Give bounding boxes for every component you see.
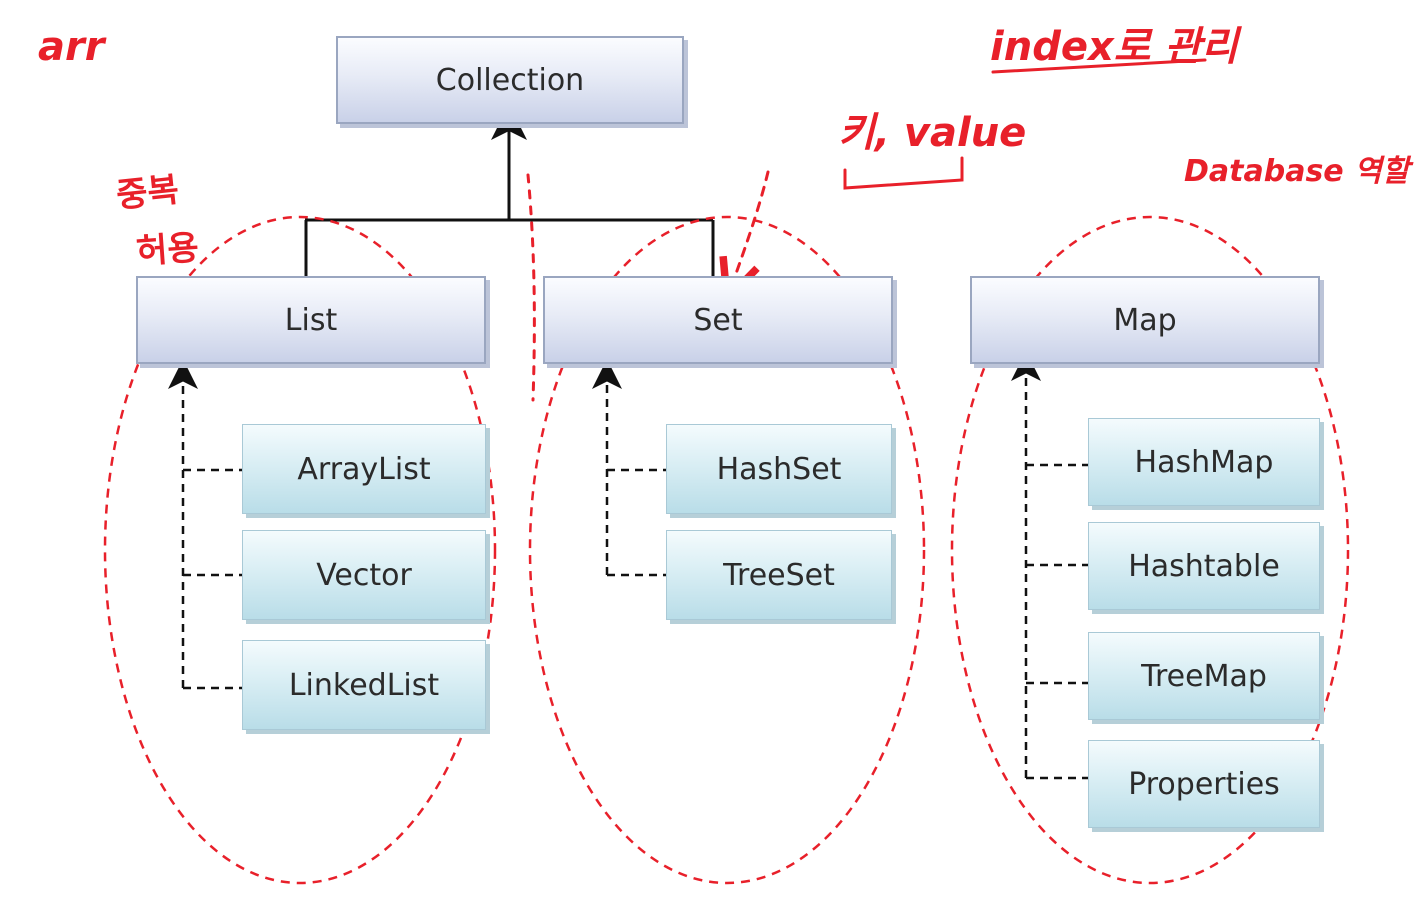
hashmap-label: HashMap (1134, 444, 1274, 480)
vector-label: Vector (316, 557, 412, 593)
linkedlist-label: LinkedList (288, 667, 440, 703)
vector-box: Vector (242, 530, 486, 620)
set-implementation-links (592, 359, 666, 577)
arraylist-label: ArrayList (297, 451, 431, 487)
list-implementation-links (168, 359, 242, 690)
red-annotation-ellipses (103, 215, 1350, 885)
database-annotation: Database 역할 (1184, 154, 1410, 189)
dotted-stroke-between-list-set (526, 173, 536, 402)
collection-box: Collection (336, 36, 684, 124)
properties-box: Properties (1088, 740, 1320, 828)
properties-label: Properties (1128, 766, 1280, 802)
set-group-ellipse (528, 215, 926, 885)
map-interface-label: Map (1113, 302, 1177, 338)
hashset-label: HashSet (716, 451, 842, 487)
set-interface-label: Set (693, 302, 743, 338)
linkedlist-box: LinkedList (242, 640, 486, 730)
list-interface-label: List (284, 302, 338, 338)
treemap-box: TreeMap (1088, 632, 1320, 720)
map-interface-box: Map (970, 276, 1320, 364)
index-annotation: index로 관리 (990, 24, 1239, 70)
allowed-annotation: 허용 (134, 227, 201, 273)
red-annotation-strokes (526, 58, 1207, 402)
list-group-ellipse (103, 215, 497, 885)
treeset-box: TreeSet (666, 530, 892, 620)
treemap-label: TreeMap (1141, 658, 1267, 694)
hashmap-box: HashMap (1088, 418, 1320, 506)
duplicate-annotation: 중복 (114, 169, 181, 217)
collection-label: Collection (435, 62, 585, 98)
hashtable-label: Hashtable (1128, 548, 1280, 584)
key-value-bracket (843, 156, 964, 190)
treeset-label: TreeSet (723, 557, 835, 593)
hashtable-box: Hashtable (1088, 522, 1320, 610)
arr-annotation: arr (38, 24, 105, 70)
map-implementation-links (1011, 351, 1088, 780)
set-interface-box: Set (543, 276, 893, 364)
index-underline (991, 58, 1207, 74)
arraylist-box: ArrayList (242, 424, 486, 514)
map-group-ellipse (950, 215, 1350, 885)
key-value-annotation: 키, value (838, 110, 1027, 156)
list-interface-box: List (136, 276, 486, 364)
red-pointer-arrow (733, 170, 770, 282)
hashset-box: HashSet (666, 424, 892, 514)
